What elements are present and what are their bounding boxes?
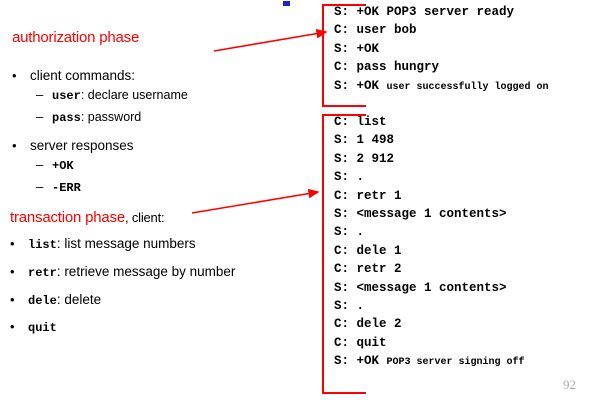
transcript-text: C: retr 2 — [334, 262, 402, 277]
authorization-phase-heading: authorization phase — [12, 29, 139, 46]
sub-bullet-err: – -ERR — [36, 180, 81, 195]
transcript-line: C: quit — [324, 335, 604, 353]
transcript-line: C: list — [324, 114, 604, 132]
transcript-line: S: 1 498 — [324, 132, 604, 150]
transcript-line: S: +OK user successfully logged on — [324, 78, 604, 96]
bullet-dot-icon: • — [12, 138, 17, 153]
left-content-column: authorization phase • client commands: –… — [10, 29, 235, 335]
transcript-text: S: . — [334, 299, 365, 314]
sub-bullet-pass: – pass : password — [36, 110, 141, 125]
bullet-client-commands: • client commands: — [12, 68, 135, 83]
transcript-text: S: 1 498 — [334, 133, 395, 148]
command-list: list — [28, 238, 57, 252]
dash-icon: – — [36, 157, 44, 172]
transcript-text: C: pass hungry — [334, 60, 440, 75]
transcript-text: S: <message 1 contents> — [334, 207, 507, 222]
sub-bullet-ok: – +OK — [36, 158, 74, 173]
transcript-line: S: . — [324, 224, 604, 242]
transcript-line: S: <message 1 contents> — [324, 280, 604, 298]
transaction-transcript-box: C: list S: 1 498 S: 2 912 S: . C: retr 1… — [322, 114, 604, 394]
blue-marker-artifact — [283, 1, 290, 6]
response-err: -ERR — [52, 181, 81, 195]
transcript-text: S: +OK — [334, 78, 387, 93]
authorization-transcript-box: S: +OK POP3 server ready C: user bob S: … — [322, 4, 604, 107]
transaction-phase-heading: transaction phase, client: — [10, 209, 165, 226]
transcript-text: S: <message 1 contents> — [334, 280, 507, 295]
bullet-dot-icon: • — [10, 264, 15, 279]
command-quit: quit — [28, 321, 57, 335]
transcript-line: C: dele 1 — [324, 243, 604, 261]
bullet-command-list: • list : list message numbers — [10, 236, 196, 252]
command-dele: dele — [28, 294, 57, 308]
transcript-text: S: +OK POP3 server ready — [334, 5, 515, 19]
bullet-dot-icon: • — [10, 236, 15, 251]
transcript-text: C: user bob — [334, 23, 417, 38]
transcript-line: C: retr 1 — [324, 188, 604, 206]
transcript-text: S: . — [334, 225, 365, 240]
command-dele-description: : delete — [56, 292, 102, 307]
command-pass: pass — [52, 111, 81, 125]
transcript-text-small: POP3 server signing off — [386, 357, 525, 369]
bullet-command-retr: • retr : retrieve message by number — [10, 264, 235, 280]
authorization-phase-title: authorization phase — [12, 29, 140, 46]
sub-bullet-user: – user : declare username — [36, 88, 188, 103]
transcript-line: C: user bob — [324, 22, 604, 40]
sub-bullet-user-description: : declare username — [80, 88, 188, 102]
transcript-text: S: +OK — [334, 41, 380, 56]
transcript-text: C: quit — [334, 335, 387, 350]
transaction-phase-subtitle: , client: — [125, 210, 165, 225]
transcript-line: C: pass hungry — [324, 59, 604, 77]
transcript-line: S: +OK POP3 server signing off — [324, 353, 604, 371]
transcript-text: C: retr 1 — [334, 188, 402, 203]
bullet-command-dele: • dele : delete — [10, 292, 101, 308]
bullet-client-commands-label: client commands: — [30, 68, 136, 83]
transcript-line: S: <message 1 contents> — [324, 206, 604, 224]
bullet-dot-icon: • — [10, 319, 15, 334]
sub-bullet-pass-description: : password — [80, 110, 142, 124]
command-list-description: : list message numbers — [56, 236, 196, 251]
bullet-dot-icon: • — [10, 292, 15, 307]
dash-icon: – — [36, 109, 44, 124]
transcript-line: S: +OK — [324, 41, 604, 59]
transcript-line: C: dele 2 — [324, 316, 604, 334]
transcript-text-small: user successfully logged on — [386, 81, 549, 93]
transcript-text: C: dele 2 — [334, 317, 402, 332]
dash-icon: – — [36, 87, 44, 102]
transcript-text: C: dele 1 — [334, 243, 402, 258]
transcript-line: S: . — [324, 298, 604, 316]
command-user: user — [52, 89, 81, 103]
command-retr-description: : retrieve message by number — [56, 264, 236, 279]
transcript-line: S: . — [324, 169, 604, 187]
transcript-line: S: +OK POP3 server ready — [324, 4, 604, 22]
page-number: 92 — [563, 377, 576, 392]
bullet-server-responses: • server responses — [12, 138, 134, 153]
transcript-line: S: 2 912 — [324, 151, 604, 169]
transcript-text: S: +OK — [334, 354, 387, 369]
dash-icon: – — [36, 179, 44, 194]
transcript-line: C: retr 2 — [324, 261, 604, 279]
transcript-text: S: . — [334, 170, 365, 185]
bullet-dot-icon: • — [12, 68, 17, 83]
command-retr: retr — [28, 266, 57, 280]
transcript-text: S: 2 912 — [334, 151, 395, 166]
response-ok: +OK — [52, 159, 74, 173]
bullet-server-responses-label: server responses — [30, 138, 134, 153]
bullet-command-quit: • quit — [10, 320, 57, 335]
transaction-phase-title: transaction phase — [10, 209, 126, 226]
transcript-text: C: list — [334, 115, 387, 129]
